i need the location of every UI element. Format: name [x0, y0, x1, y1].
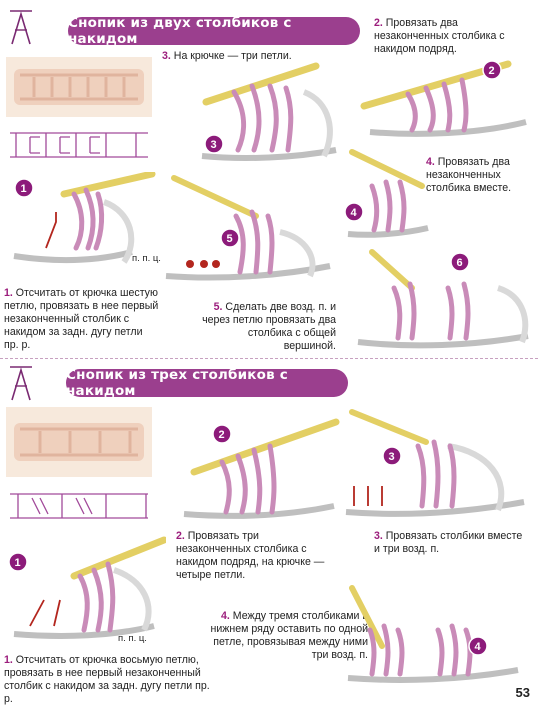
section2-step4-caption: 4. Между тремя столбиками в нижнем ряду … — [206, 610, 369, 662]
swatch-photo — [6, 57, 152, 117]
svg-text:1: 1 — [21, 183, 27, 195]
section1-title: Снопик из двух столбиков с накидом — [68, 15, 360, 47]
stitch-chart — [10, 132, 148, 158]
stitch-chart — [10, 493, 148, 519]
crochet-symbol-icon — [10, 10, 32, 45]
swatch-photo — [6, 407, 152, 477]
svg-text:5: 5 — [227, 233, 233, 245]
page-number: 53 — [515, 685, 530, 700]
step-number: 2. — [374, 17, 383, 29]
step-number: 1. — [4, 654, 13, 666]
section2-step1-caption: 1. Отсчитать от крючка восьмую петлю, пр… — [4, 654, 220, 706]
section1-label-ppc: п. п. ц. — [132, 253, 161, 264]
caption-text: Между тремя столбиками в нижнем ряду ост… — [210, 610, 369, 661]
section1-step2-caption: 2. Провязать два незаконченных столбика … — [374, 17, 534, 56]
caption-text: Провязать столбики вместе и три возд. п. — [374, 530, 523, 555]
step1-diagram: 1 — [8, 536, 166, 639]
step2-diagram: 2 — [360, 60, 527, 137]
crochet-symbol-icon — [10, 366, 32, 401]
section-divider — [0, 358, 538, 359]
section2-label-ppc: п. п. ц. — [118, 633, 147, 644]
step-number: 3. — [374, 530, 383, 542]
section1-step1-caption: 1. Отсчитать от крючка шестую петлю, про… — [4, 287, 160, 352]
svg-text:3: 3 — [211, 139, 217, 151]
step2-diagram: 2 — [183, 418, 340, 519]
step5-diagram: 5 — [165, 175, 331, 281]
section2-step3-caption: 3. Провязать столбики вместе и три возд.… — [374, 530, 524, 556]
step4-diagram: 4 — [344, 149, 429, 238]
svg-text:3: 3 — [389, 451, 395, 463]
step-number: 4. — [220, 610, 230, 622]
caption-text: Провязать три незаконченных столбика с н… — [176, 530, 325, 581]
step4-diagram: 4 — [347, 585, 519, 683]
step-number: 1. — [4, 287, 13, 299]
step3-diagram: 3 — [345, 409, 525, 517]
section1-step3-caption: 3. На крючке — три петли. — [162, 50, 312, 63]
step3-diagram: 3 — [201, 62, 337, 161]
caption-text: Провязать два незаконченных столбика вме… — [426, 156, 512, 194]
caption-text: Отсчитать от крючка восьмую петлю, провя… — [4, 654, 210, 705]
svg-text:6: 6 — [457, 257, 463, 269]
svg-text:4: 4 — [475, 641, 482, 653]
svg-text:2: 2 — [219, 429, 225, 441]
svg-text:4: 4 — [351, 207, 358, 219]
caption-text: Сделать две возд. п. и через петлю провя… — [202, 301, 336, 352]
section1-step5-caption: 5. Сделать две возд. п. и через петлю пр… — [196, 301, 336, 353]
caption-text: Отсчитать от крючка шестую петлю, провяз… — [4, 287, 159, 351]
section2-step2-caption: 2. Провязать три незаконченных столбика … — [176, 530, 336, 582]
caption-text: На крючке — три петли. — [173, 50, 292, 62]
svg-text:2: 2 — [489, 65, 495, 77]
section2-title: Снопик из трех столбиков с накидом — [66, 367, 348, 399]
step-number: 5. — [213, 301, 223, 313]
section1-step4-caption: 4. Провязать два незаконченных столбика … — [426, 156, 530, 195]
step-number: 3. — [162, 50, 171, 62]
step-number: 2. — [176, 530, 185, 542]
step1-diagram: 1 — [13, 172, 156, 264]
svg-text:1: 1 — [15, 557, 21, 569]
step6-diagram: 6 — [357, 249, 529, 349]
caption-text: Провязать два незаконченных столбика с н… — [374, 17, 505, 55]
step-number: 4. — [426, 156, 435, 168]
